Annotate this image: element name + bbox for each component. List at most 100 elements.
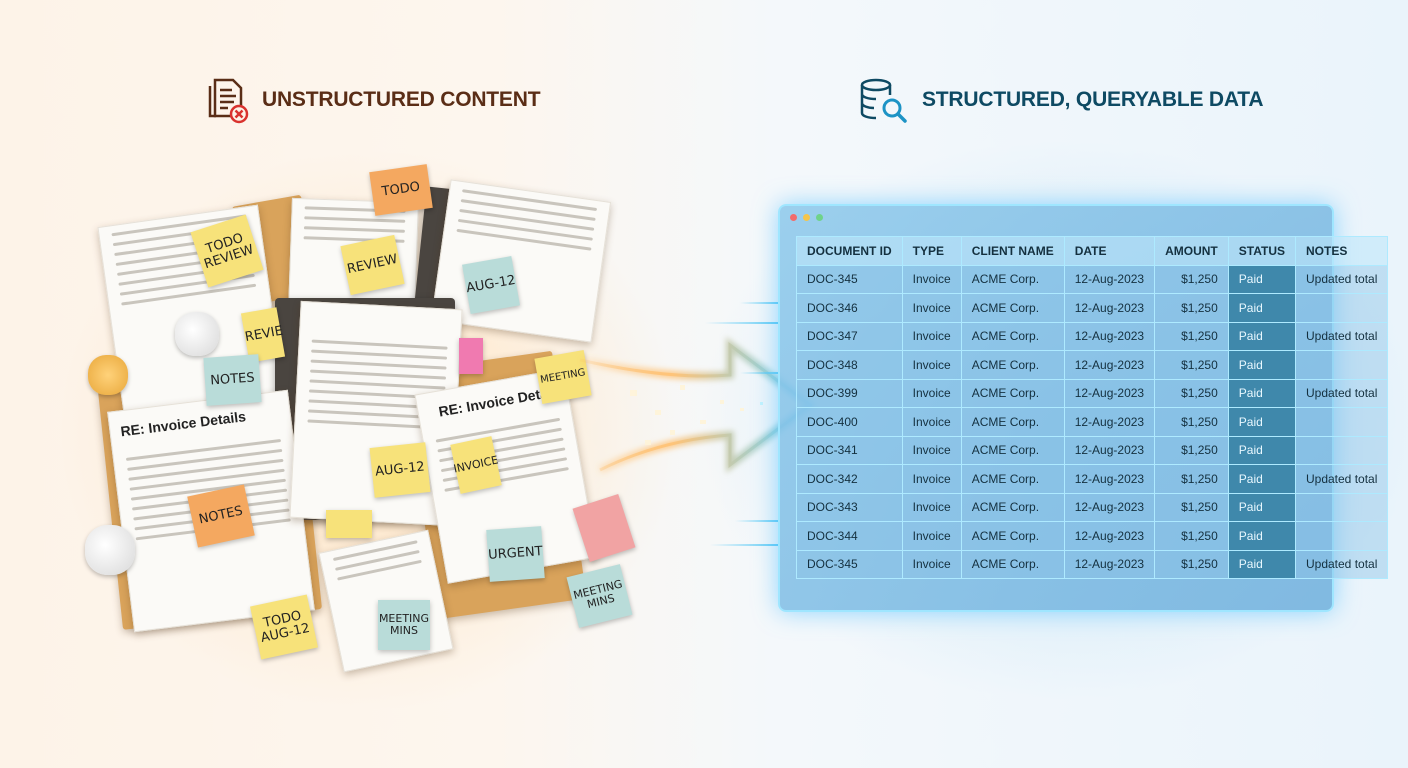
document-error-icon	[208, 78, 249, 124]
heading-text: STRUCTURED, QUERYABLE DATA	[922, 88, 1264, 111]
table-cell: Invoice	[901, 492, 962, 522]
table-cell: Paid	[1227, 521, 1296, 551]
unstructured-heading: UNSTRUCTURED CONTENT	[202, 76, 541, 124]
table-cell: 12-Aug-2023	[1063, 350, 1156, 380]
table-cell: $1,250	[1154, 264, 1229, 294]
table-cell: $1,250	[1154, 350, 1229, 380]
table-cell: $1,250	[1154, 435, 1229, 465]
table-cell: 12-Aug-2023	[1063, 492, 1156, 522]
column-header[interactable]: AMOUNT	[1154, 236, 1229, 266]
table-cell: 12-Aug-2023	[1063, 407, 1156, 437]
tab-flag	[459, 338, 483, 374]
crumpled-paper	[175, 312, 219, 356]
minimize-dot[interactable]	[803, 214, 810, 221]
table-cell: ACME Corp.	[960, 264, 1065, 294]
column-header[interactable]: STATUS	[1227, 236, 1296, 266]
table-cell	[1294, 350, 1389, 380]
table-cell	[1294, 492, 1389, 522]
table-cell: Paid	[1227, 350, 1296, 380]
table-cell: ACME Corp.	[960, 321, 1065, 351]
column-header[interactable]: TYPE	[901, 236, 962, 266]
table-cell: $1,250	[1154, 378, 1229, 408]
table-cell: Paid	[1227, 264, 1296, 294]
maximize-dot[interactable]	[816, 214, 823, 221]
table-cell: Paid	[1227, 464, 1296, 494]
table-cell: $1,250	[1154, 293, 1229, 323]
table-cell: $1,250	[1154, 464, 1229, 494]
data-stream	[705, 322, 780, 324]
close-dot[interactable]	[790, 214, 797, 221]
table-cell: Invoice	[901, 464, 962, 494]
table-cell: 12-Aug-2023	[1063, 264, 1156, 294]
table-cell: DOC-346	[796, 293, 903, 323]
window-controls	[790, 214, 823, 221]
table-cell	[1294, 407, 1389, 437]
column-header[interactable]: DOCUMENT ID	[796, 236, 903, 266]
table-cell	[1294, 521, 1389, 551]
sticky-note-blank	[326, 510, 372, 538]
table-cell: 12-Aug-2023	[1063, 378, 1156, 408]
table-cell: DOC-400	[796, 407, 903, 437]
table-cell: ACME Corp.	[960, 350, 1065, 380]
sticky-note: URGENT	[486, 526, 545, 582]
table-cell: $1,250	[1154, 549, 1229, 579]
heading-text: UNSTRUCTURED CONTENT	[262, 88, 541, 111]
table-cell: Paid	[1227, 321, 1296, 351]
table-cell: 12-Aug-2023	[1063, 321, 1156, 351]
table-cell: ACME Corp.	[960, 549, 1065, 579]
data-stream	[710, 544, 780, 546]
table-cell: Invoice	[901, 350, 962, 380]
table-cell: Paid	[1227, 293, 1296, 323]
table-cell: Invoice	[901, 549, 962, 579]
sticky-note: MEETING MINS	[378, 600, 430, 650]
column-header[interactable]: CLIENT NAME	[960, 236, 1065, 266]
table-cell: DOC-348	[796, 350, 903, 380]
table-cell: Invoice	[901, 378, 962, 408]
table-cell: DOC-345	[796, 264, 903, 294]
table-cell: Updated total	[1294, 464, 1389, 494]
sticky-note: AUG-12	[369, 442, 431, 498]
table-cell: Updated total	[1294, 264, 1389, 294]
table-cell: $1,250	[1154, 492, 1229, 522]
structured-heading: STRUCTURED, QUERYABLE DATA	[858, 76, 1264, 124]
column-header[interactable]: NOTES	[1294, 236, 1389, 266]
table-cell: $1,250	[1154, 321, 1229, 351]
table-cell: ACME Corp.	[960, 521, 1065, 551]
sticky-note: NOTES	[203, 354, 262, 406]
column-header[interactable]: DATE	[1063, 236, 1156, 266]
table-cell: Invoice	[901, 435, 962, 465]
table-cell: 12-Aug-2023	[1063, 521, 1156, 551]
table-cell: DOC-347	[796, 321, 903, 351]
table-cell: Updated total	[1294, 321, 1389, 351]
table-cell	[1294, 293, 1389, 323]
sticky-note: AUG-12	[462, 256, 520, 314]
table-cell: ACME Corp.	[960, 293, 1065, 323]
table-cell: DOC-341	[796, 435, 903, 465]
table-cell	[1294, 435, 1389, 465]
data-stream	[740, 372, 780, 374]
table-cell: Paid	[1227, 435, 1296, 465]
table-cell: Updated total	[1294, 378, 1389, 408]
table-cell: 12-Aug-2023	[1063, 464, 1156, 494]
data-stream	[735, 520, 780, 522]
table-cell: Paid	[1227, 407, 1296, 437]
table-cell: Invoice	[901, 293, 962, 323]
table-cell: DOC-343	[796, 492, 903, 522]
table-cell: Paid	[1227, 549, 1296, 579]
table-cell: Paid	[1227, 378, 1296, 408]
crumpled-paper	[85, 525, 135, 575]
data-stream	[740, 302, 780, 304]
